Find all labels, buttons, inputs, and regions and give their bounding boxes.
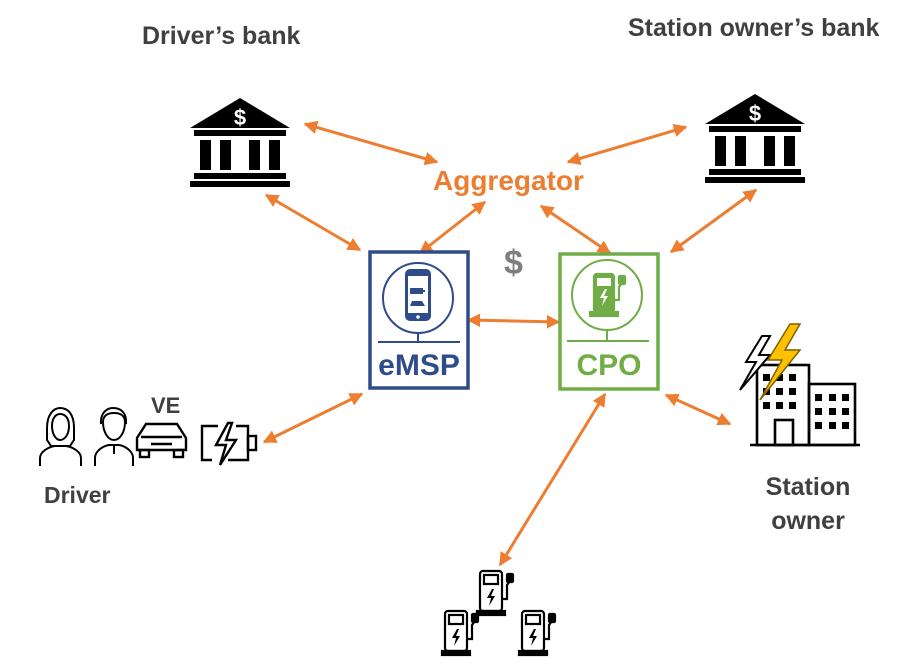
arrow-emsp-cpo — [466, 313, 561, 329]
bank-icon — [190, 98, 290, 187]
arrow-cpo-station-owner — [664, 393, 732, 426]
bank-icon — [705, 94, 805, 183]
station-owner-label-line1: Station — [765, 473, 851, 501]
station-owner-label: Station owner — [752, 470, 864, 538]
arrow-driver-emsp — [262, 392, 364, 444]
station-owners-bank-label: Station owner’s bank — [628, 14, 880, 42]
building-icon — [750, 363, 860, 447]
arrow-aggregator-cpo — [539, 204, 612, 255]
ve-label: VE — [151, 393, 181, 418]
arrow-drivers-bank-emsp — [264, 193, 362, 252]
cpo-box — [558, 252, 660, 391]
aggregator-label: Aggregator — [433, 165, 584, 196]
arrow-aggregator-emsp — [418, 200, 487, 255]
emsp-box — [368, 250, 470, 390]
driver-label: Driver — [44, 482, 111, 508]
arrow-drivers-bank-aggregator — [303, 120, 439, 166]
dollar-label: $ — [504, 244, 523, 282]
emsp-label: eMSP — [378, 349, 460, 382]
charging-station-icon — [475, 569, 515, 617]
car-icon — [135, 422, 188, 459]
battery-charging-icon — [200, 421, 258, 466]
station-owner-label-line2: owner — [771, 507, 845, 535]
lightning-icon — [739, 323, 802, 401]
cpo-label: CPO — [576, 349, 642, 382]
charging-station-icon — [517, 609, 557, 657]
charging-station-icon — [588, 272, 627, 318]
man-icon — [94, 406, 134, 466]
arrow-aggregator-owners-bank — [566, 123, 688, 166]
drivers-bank-label: Driver’s bank — [142, 22, 301, 50]
woman-icon — [39, 406, 82, 466]
smartphone-icon — [405, 269, 431, 321]
arrow-cpo-chargers — [498, 392, 607, 567]
arrows — [262, 120, 758, 567]
charging-station-icon — [440, 609, 480, 657]
arrow-owners-bank-cpo — [669, 188, 758, 254]
